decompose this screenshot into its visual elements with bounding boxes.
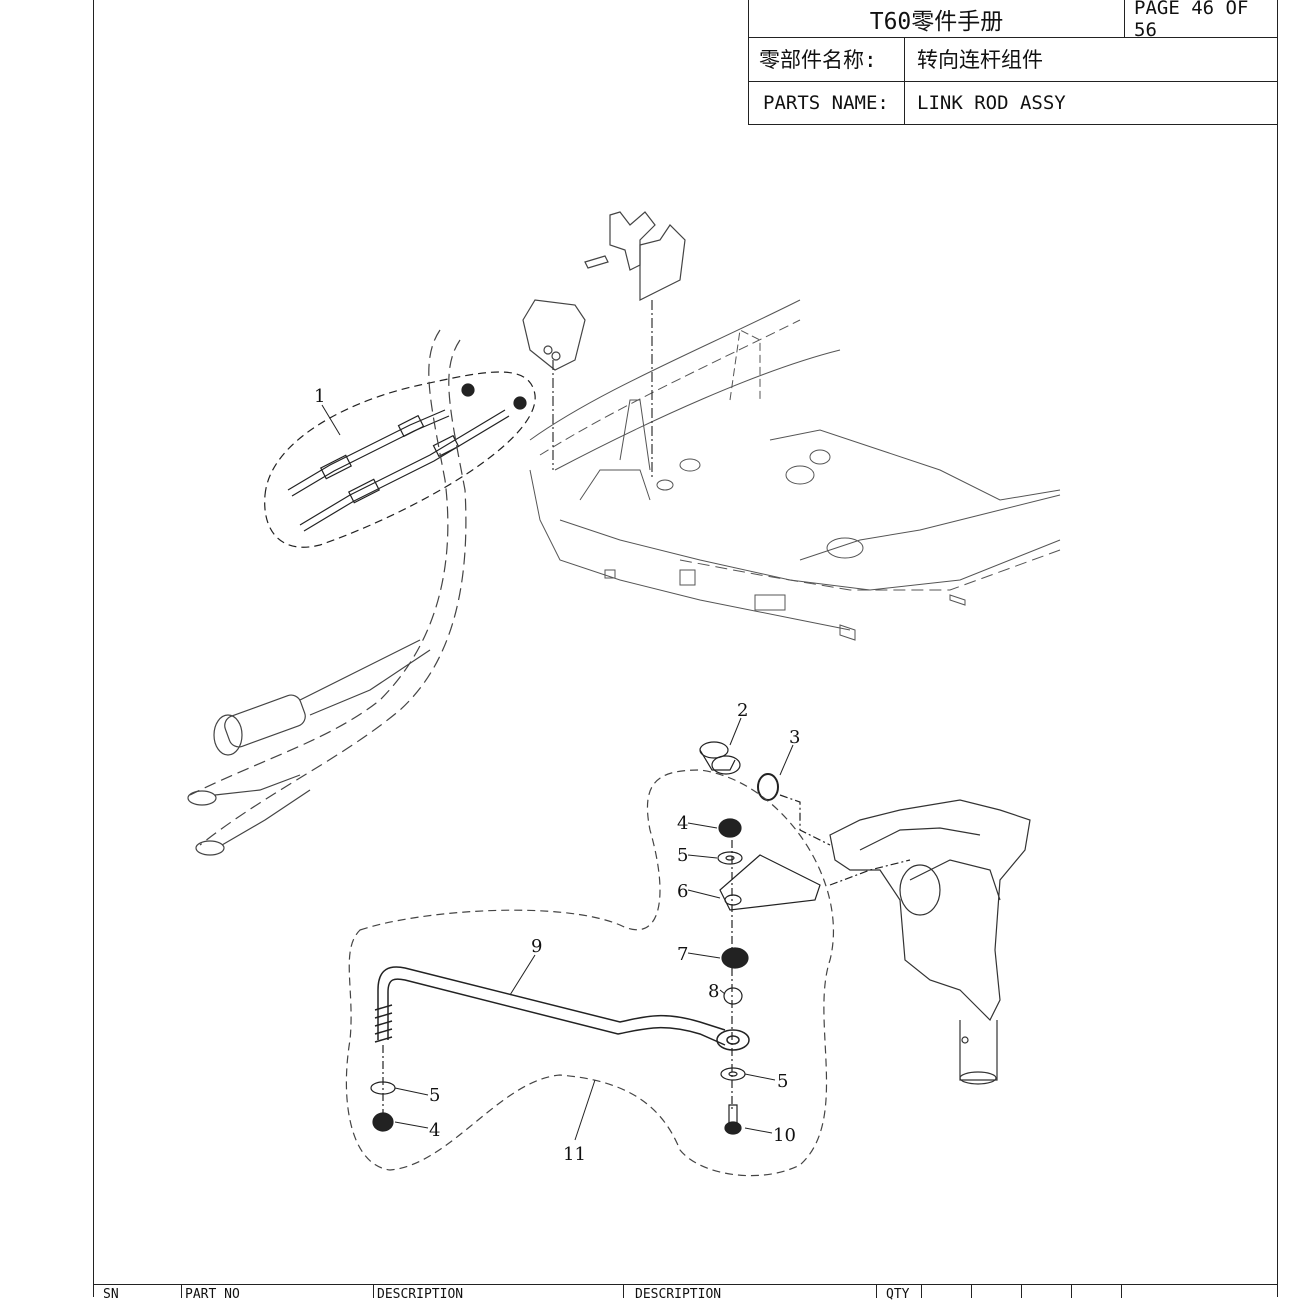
page-number: PAGE 46 OF 56 — [1134, 0, 1249, 41]
link-rod-drawing — [374, 966, 750, 1051]
table-separator — [623, 1285, 624, 1298]
en-name-row: PARTS NAME: LINK ROD ASSY — [749, 81, 1277, 124]
table-separator — [181, 1285, 182, 1298]
title-divider — [1124, 0, 1125, 37]
table-separator — [373, 1285, 374, 1298]
steering-housing-drawing — [829, 799, 1031, 1085]
table-separator — [1121, 1285, 1122, 1298]
callout-4: 4 — [677, 813, 688, 834]
frame-left-border — [93, 0, 94, 1297]
callout-8: 8 — [708, 981, 719, 1002]
callout-11: 11 — [563, 1144, 586, 1165]
upper-bracket-drawing — [522, 211, 686, 371]
callout-3: 3 — [789, 727, 800, 748]
nut-left-drawing — [372, 1112, 394, 1132]
header-description-1: DESCRIPTION — [377, 1287, 464, 1302]
callout-4-left: 4 — [429, 1120, 440, 1141]
parts-table-header: SN PART NO DESCRIPTION DESCRIPTION QTY — [93, 1284, 1278, 1302]
title-row: T60零件手册 PAGE 46 OF 56 — [749, 0, 1277, 41]
table-separator — [1071, 1285, 1072, 1298]
hardware-stack-drawing — [717, 818, 749, 1135]
cn-row-divider — [904, 37, 905, 81]
callout-5: 5 — [677, 845, 688, 866]
callout-10: 10 — [773, 1125, 796, 1146]
callout-1: 1 — [314, 386, 325, 407]
chassis-frame-drawing — [529, 299, 1061, 641]
cn-parts-name-value: 转向连杆组件 — [917, 48, 1043, 72]
en-parts-name-label: PARTS NAME: — [763, 91, 889, 114]
table-separator — [1021, 1285, 1022, 1298]
callout-2: 2 — [737, 700, 748, 721]
cn-name-row: 零部件名称: 转向连杆组件 — [749, 37, 1277, 82]
steering-arm-drawing — [719, 854, 821, 911]
title-block: T60零件手册 PAGE 46 OF 56 零部件名称: 转向连杆组件 PART… — [748, 0, 1278, 125]
o-ring-drawing — [757, 773, 779, 801]
header-part-no: PART NO — [185, 1287, 240, 1302]
header-sn: SN — [103, 1287, 119, 1302]
callout-7: 7 — [677, 944, 688, 965]
callout-5-right: 5 — [777, 1071, 788, 1092]
frame-right-border — [1277, 0, 1278, 1297]
cn-parts-name-label: 零部件名称: — [759, 48, 877, 72]
table-separator — [971, 1285, 972, 1298]
table-separator — [876, 1285, 877, 1298]
callout-9: 9 — [531, 936, 542, 957]
en-parts-name-value: LINK ROD ASSY — [917, 91, 1066, 114]
en-row-divider — [904, 81, 905, 124]
cable-run-drawing — [187, 329, 467, 856]
header-description-2: DESCRIPTION — [635, 1287, 722, 1302]
table-separator — [921, 1285, 922, 1298]
bushing-drawing — [699, 741, 741, 775]
callout-5-left: 5 — [429, 1085, 440, 1106]
header-qty: QTY — [886, 1287, 910, 1302]
manual-title: T60零件手册 — [869, 8, 1004, 35]
callout-6: 6 — [677, 881, 688, 902]
cable-harness-drawing — [264, 371, 536, 548]
